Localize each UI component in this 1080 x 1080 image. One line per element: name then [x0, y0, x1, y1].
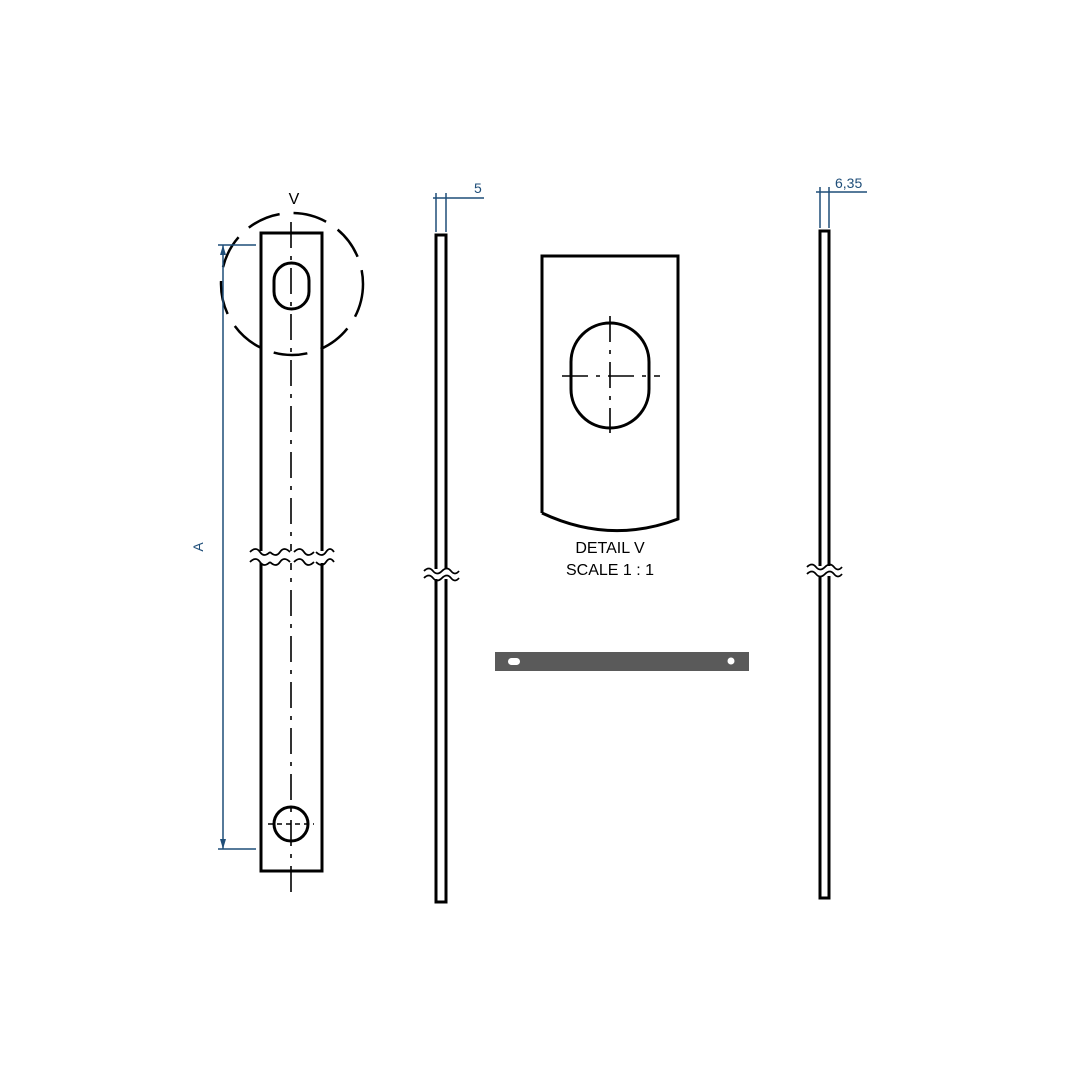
dim-a-label: A	[190, 542, 206, 552]
detail-title: DETAIL V	[575, 540, 645, 557]
front-view: V	[219, 191, 365, 896]
break-mark-mid-left	[269, 548, 291, 566]
preview-hole	[727, 657, 735, 665]
break-mark-right	[315, 548, 335, 566]
dim-5-label: 5	[474, 180, 482, 196]
dim-635-label: 6,35	[835, 175, 862, 191]
preview-slot	[508, 658, 520, 665]
preview-bar	[495, 652, 749, 671]
detail-circle	[219, 211, 365, 357]
top-slot	[272, 261, 311, 311]
detail-scale: SCALE 1 : 1	[566, 562, 654, 579]
side-break-gap-2	[814, 566, 836, 576]
preview-bar-body	[495, 652, 749, 671]
side-view-2: 6,35	[806, 175, 867, 900]
break-mark-left	[249, 548, 271, 566]
dim-a-arrow-bottom	[220, 839, 226, 849]
side-break-mark-1	[423, 567, 460, 582]
side-break-mark-2	[806, 563, 843, 578]
break-gap	[258, 551, 326, 563]
detail-view: DETAIL V SCALE 1 : 1	[540, 254, 680, 579]
side-view-1: 5	[423, 180, 484, 904]
detail-marker-label: V	[289, 191, 300, 208]
dimension-a: A	[190, 244, 256, 850]
dim-a-arrow-top	[220, 245, 226, 255]
break-mark-mid-right	[293, 548, 315, 566]
detail-outline	[540, 254, 680, 533]
side-break-gap-1	[430, 569, 452, 579]
